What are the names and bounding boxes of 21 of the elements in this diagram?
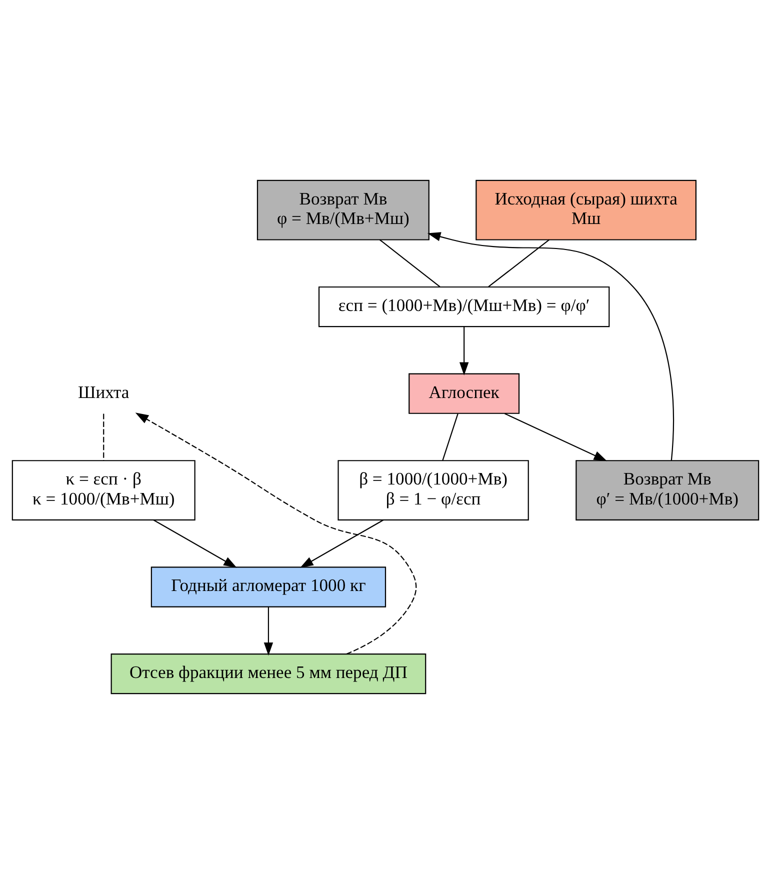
node-box: Возврат Мв φ = Мв/(Мв+Мш)	[256, 180, 430, 240]
node-box: Возврат Мв φ′ = Мв/(1000+Мв)	[576, 460, 760, 521]
arrow	[153, 520, 237, 568]
arrow	[264, 606, 274, 656]
node-box: εсп = (1000+Мв)/(Мш+Мв) = φ/φ′	[318, 286, 610, 328]
arrow	[300, 520, 384, 568]
arrow	[504, 413, 608, 462]
connector	[103, 414, 104, 460]
connector	[488, 239, 550, 288]
connector	[379, 239, 440, 288]
node-box: κ = εсп · β κ = 1000/(Мв+Мш)	[12, 460, 196, 521]
node-text: Шихта	[78, 382, 130, 402]
node-box: Исходная (сырая) шихта Мш	[476, 180, 696, 240]
node-box: β = 1000/(1000+Мв) β = 1 − φ/εсп	[338, 460, 529, 521]
arrow	[135, 412, 417, 655]
arrow	[427, 232, 674, 461]
connector	[442, 414, 458, 461]
node-box: Аглоспек	[408, 373, 520, 414]
arrow	[459, 326, 469, 376]
node-box: Отсев фракции менее 5 мм перед ДП	[110, 654, 426, 694]
node-box: Годный агломерат 1000 кг	[150, 566, 386, 608]
